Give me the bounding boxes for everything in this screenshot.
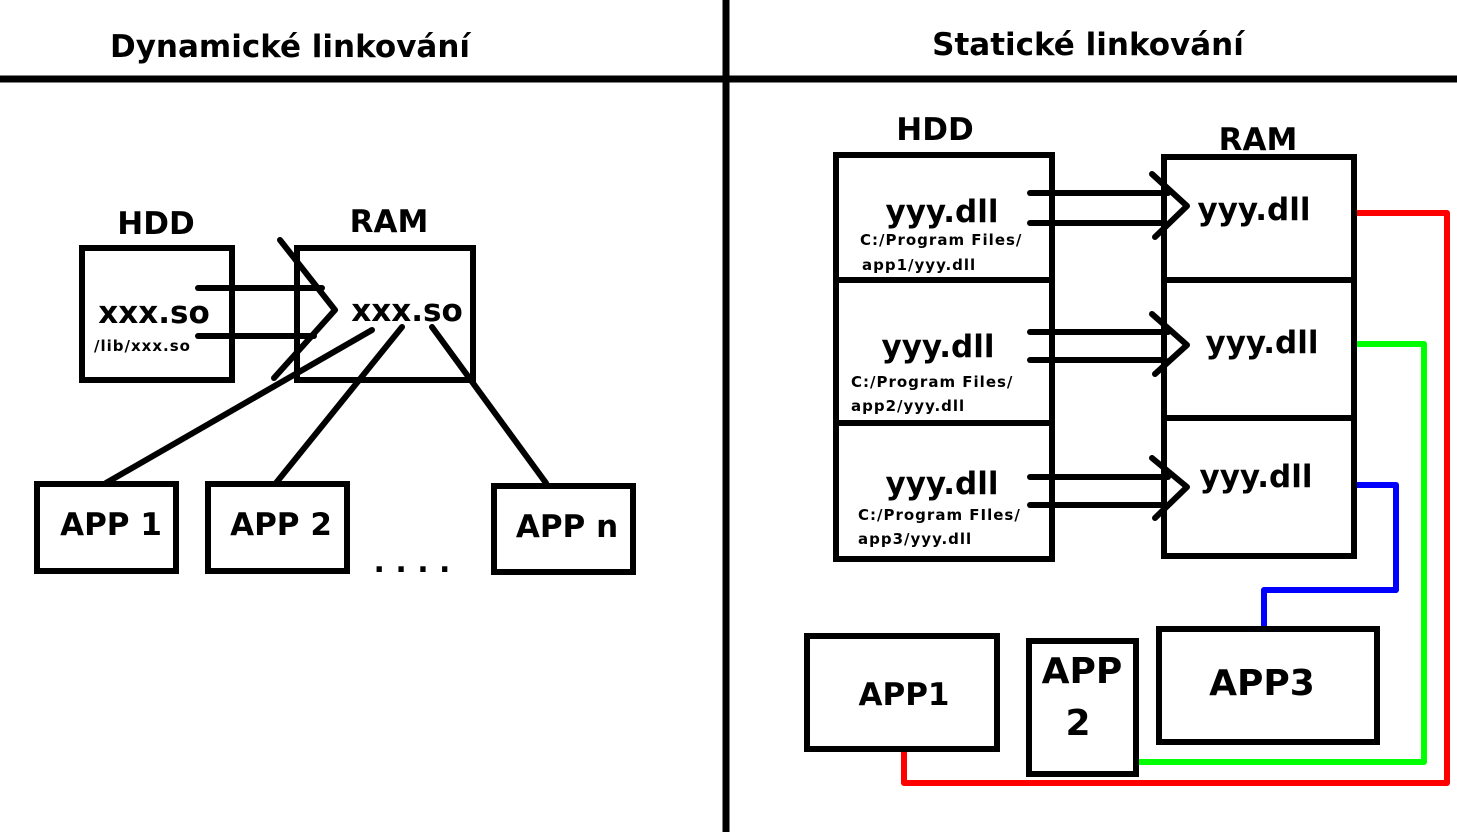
static-hdd-path-2b: app2/yyy.dll	[851, 397, 965, 415]
dynamic-ram-box	[294, 245, 476, 383]
static-app3-box	[1156, 626, 1380, 745]
dynamic-hdd-path: /lib/xxx.so	[94, 337, 191, 355]
static-title: Statické linkování	[932, 27, 1245, 63]
static-app1-label: APP1	[858, 677, 949, 713]
dynamic-title: Dynamické linkování	[110, 29, 471, 65]
static-red-wire	[901, 210, 1450, 786]
dynamic-ellipsis: . . . .	[374, 545, 451, 580]
static-app3-label: APP3	[1209, 663, 1315, 704]
static-hdd-file-3: yyy.dll	[886, 466, 999, 502]
dynamic-ram-file: xxx.so	[351, 293, 463, 329]
dynamic-app1-box	[34, 481, 179, 574]
static-app1-box	[804, 633, 1000, 752]
dynamic-app2-connector	[273, 324, 405, 486]
static-load-arrow-2	[1027, 311, 1190, 377]
static-app2-label-line2: 2	[1065, 703, 1090, 744]
dynamic-load-arrow	[195, 237, 338, 381]
static-load-arrow-1	[1027, 171, 1190, 240]
static-ram-file-1: yyy.dll	[1198, 192, 1311, 228]
static-app2-box	[1026, 638, 1139, 777]
dynamic-app1-connector	[103, 327, 375, 486]
dynamic-app2-label: APP 2	[230, 507, 332, 543]
dynamic-appn-connector	[429, 324, 549, 486]
dynamic-app1-label: APP 1	[60, 507, 162, 543]
static-app2-label-line1: APP	[1042, 651, 1123, 692]
static-ram-label: RAM	[1219, 122, 1298, 158]
static-hdd-stack	[833, 152, 1055, 562]
dynamic-hdd-label: HDD	[117, 206, 194, 242]
static-hdd-path-1b: app1/yyy.dll	[862, 256, 976, 274]
static-blue-wire	[1261, 482, 1399, 628]
static-hdd-path-2a: C:/Program Files/	[851, 373, 1013, 391]
dynamic-app2-box	[205, 481, 350, 574]
dynamic-appn-label: APP n	[516, 509, 618, 545]
static-ram-file-3: yyy.dll	[1200, 459, 1313, 495]
static-hdd-label: HDD	[896, 112, 973, 148]
static-ram-file-2: yyy.dll	[1206, 325, 1319, 361]
static-hdd-file-2: yyy.dll	[882, 329, 995, 365]
dynamic-hdd-file: xxx.so	[98, 295, 210, 331]
static-load-arrow-3	[1027, 455, 1190, 521]
static-hdd-path-3b: app3/yyy.dll	[858, 530, 972, 548]
dynamic-ram-label: RAM	[350, 204, 429, 240]
static-hdd-file-1: yyy.dll	[886, 194, 999, 230]
static-ram-stack	[1161, 154, 1357, 559]
static-hdd-path-1a: C:/Program Files/	[860, 231, 1022, 249]
dynamic-appn-box	[491, 483, 636, 575]
dynamic-hdd-box	[79, 245, 235, 383]
static-hdd-path-3a: C:/Program FIles/	[858, 506, 1021, 524]
static-green-wire	[1136, 341, 1427, 765]
